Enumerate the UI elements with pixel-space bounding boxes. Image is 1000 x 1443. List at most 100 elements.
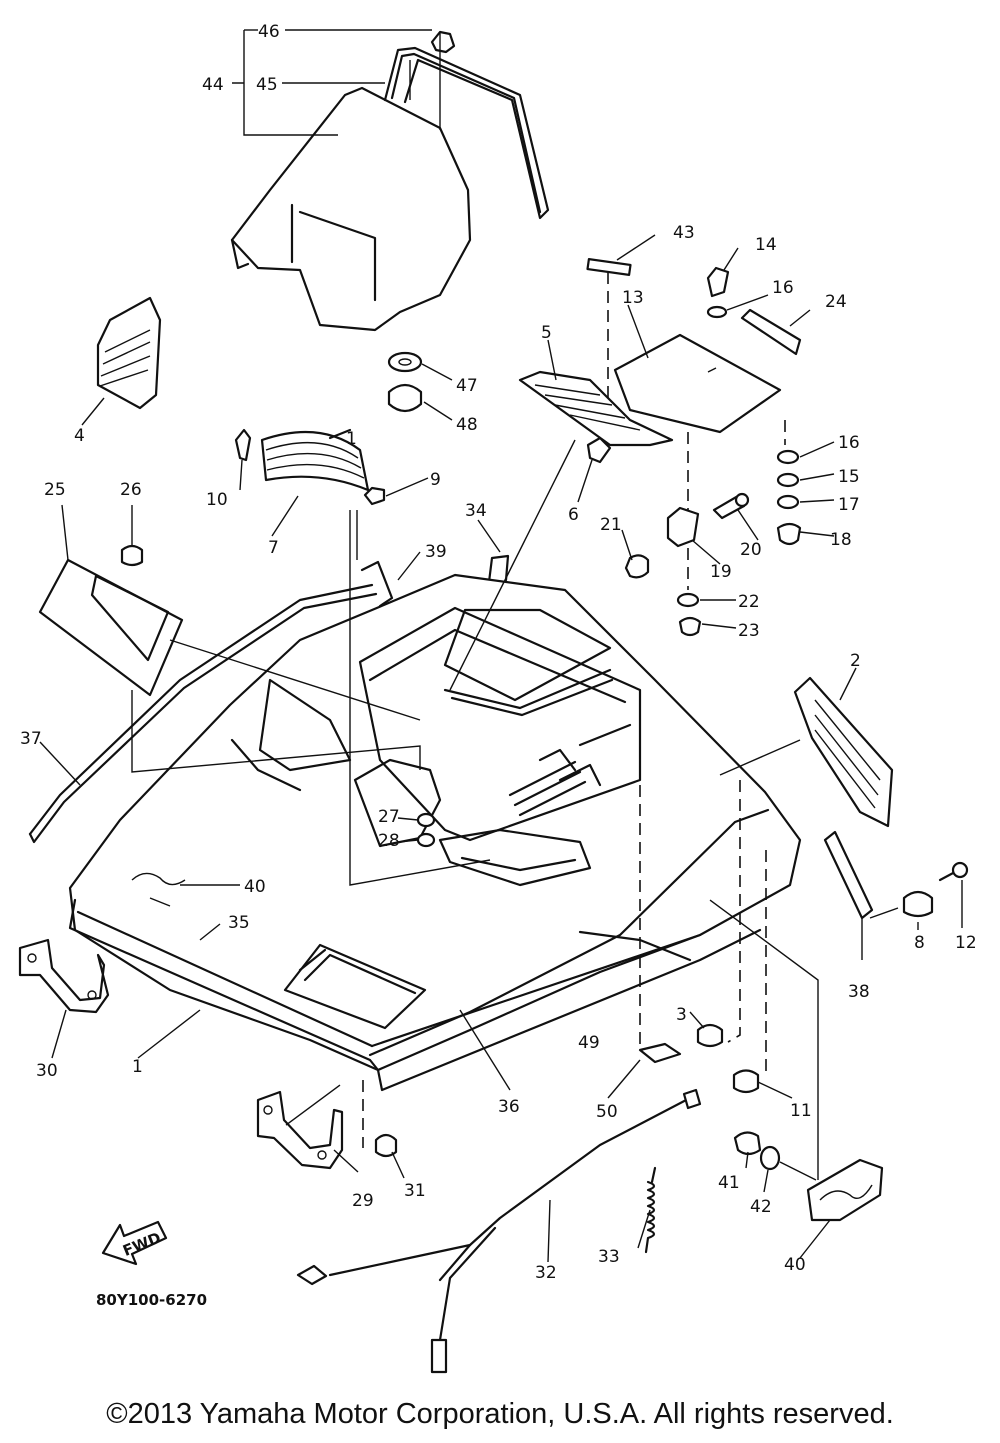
callout-35: 35: [228, 913, 250, 933]
callout-15: 15: [838, 467, 860, 487]
callout-48: 48: [456, 415, 478, 435]
rivet-part-10: [234, 428, 252, 462]
pad-part-49: [638, 1042, 682, 1064]
grommet-part-11: [732, 1069, 760, 1094]
hood-part-1: [68, 573, 802, 1092]
callout-29: 29: [352, 1191, 374, 1211]
callout-5: 5: [541, 323, 552, 343]
callout-16-lower: 16: [838, 433, 860, 453]
callout-7: 7: [268, 538, 279, 558]
callout-37: 37: [20, 729, 42, 749]
washer-part-22: [676, 592, 700, 608]
nut-part-48: [387, 383, 423, 413]
trim-part-34: [486, 554, 510, 592]
callout-1-top: 1: [346, 429, 357, 449]
rod-part-24: [740, 308, 802, 356]
grommet-part-3: [696, 1023, 724, 1048]
cable-part-32: [296, 1088, 702, 1374]
callout-39: 39: [425, 542, 447, 562]
callout-33: 33: [598, 1247, 620, 1267]
callout-47: 47: [456, 376, 478, 396]
washer-part-42: [759, 1145, 781, 1171]
trim-strip-part-37: [28, 583, 374, 836]
callout-43: 43: [673, 223, 695, 243]
callout-8: 8: [914, 933, 925, 953]
washer-part-16: [706, 305, 728, 319]
washer-part-47: [387, 351, 423, 373]
grille-part-7: [260, 430, 370, 492]
trim-part-38: [823, 830, 874, 920]
callout-1-bottom: 1: [132, 1057, 143, 1077]
grommet-part-41: [733, 1131, 762, 1156]
grommet-part-26: [120, 544, 144, 567]
diagram-code: 80Y100-6270: [96, 1291, 207, 1309]
windshield-part: [230, 86, 472, 332]
bracket-part-6: [586, 436, 612, 464]
callout-13: 13: [622, 288, 644, 308]
callout-28: 28: [378, 831, 400, 851]
grommet-part-8: [902, 890, 934, 918]
panel-part-13: [613, 333, 782, 434]
callout-27: 27: [378, 807, 400, 827]
callout-36: 36: [498, 1097, 520, 1117]
callout-10: 10: [206, 490, 228, 510]
callout-9: 9: [430, 470, 441, 490]
trim-strip-edge: [28, 592, 378, 844]
washer-part-16b: [776, 449, 800, 465]
callout-2: 2: [850, 651, 861, 671]
hinge-part-29: [256, 1090, 344, 1170]
callout-20: 20: [740, 540, 762, 560]
callout-38: 38: [848, 982, 870, 1002]
clip-part-9: [363, 486, 386, 506]
screw-head-12: [951, 861, 969, 879]
callout-16: 16: [772, 278, 794, 298]
washer-part-15: [776, 472, 800, 488]
nut-part-18: [776, 522, 802, 546]
trim-part-39: [360, 560, 394, 608]
callout-labels: 46 44 45 43 14 16 24 13 5 47 48 4 1 10 9…: [20, 22, 977, 1309]
callout-31: 31: [404, 1181, 426, 1201]
callout-34: 34: [465, 501, 487, 521]
callout-40-emblem: 40: [784, 1255, 806, 1275]
hinge-part-30: [18, 938, 110, 1014]
callout-17: 17: [838, 495, 860, 515]
callout-14: 14: [755, 235, 777, 255]
callout-26: 26: [120, 480, 142, 500]
screw-part-14: [706, 266, 730, 298]
callout-3: 3: [676, 1005, 687, 1025]
callout-49: 49: [578, 1033, 600, 1053]
callout-40-hood: 40: [244, 877, 266, 897]
callout-32: 32: [535, 1263, 557, 1283]
callout-42: 42: [750, 1197, 772, 1217]
callout-30: 30: [36, 1061, 58, 1081]
bolt-head-20: [734, 492, 750, 508]
washer-part-17: [776, 494, 800, 510]
callout-19: 19: [710, 562, 732, 582]
fwd-arrow-icon: FWD: [101, 1220, 168, 1266]
washer-hole: [398, 358, 412, 366]
callout-50: 50: [596, 1102, 618, 1122]
nut-part-23: [678, 616, 702, 637]
callout-12: 12: [955, 933, 977, 953]
callout-24: 24: [825, 292, 847, 312]
nut-part-21: [624, 554, 650, 579]
callout-45: 45: [256, 75, 278, 95]
windshield-trim-part: [383, 46, 550, 220]
callout-25: 25: [44, 480, 66, 500]
callout-44: 44: [202, 75, 224, 95]
callout-21: 21: [600, 515, 622, 535]
callout-46: 46: [258, 22, 280, 42]
callout-18: 18: [830, 530, 852, 550]
screw-part-12: [938, 870, 957, 882]
latch-part-19: [666, 506, 700, 548]
side-louver-part: [96, 296, 162, 410]
label-part-43: [586, 258, 632, 276]
callout-4: 4: [74, 426, 85, 446]
spring-part-33: [644, 1166, 657, 1254]
nut-part-31: [374, 1133, 398, 1158]
clip-part-46: [430, 30, 456, 54]
copyright-notice: ©2013 Yamaha Motor Corporation, U.S.A. A…: [106, 1398, 894, 1430]
callout-11: 11: [790, 1101, 812, 1121]
callout-22: 22: [738, 592, 760, 612]
